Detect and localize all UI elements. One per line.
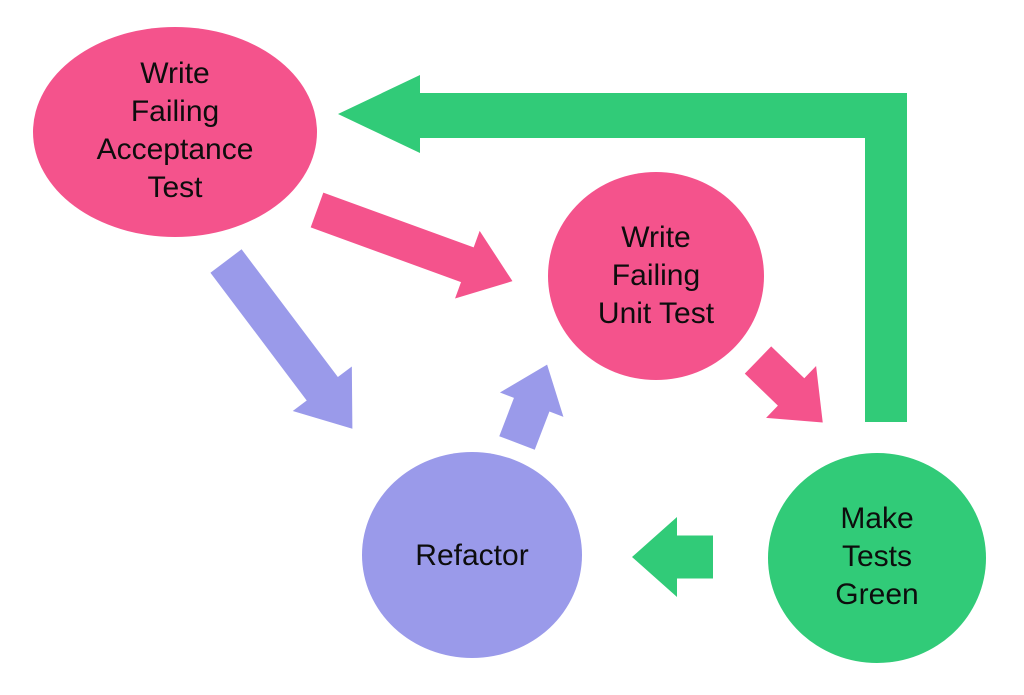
arrow-unit-to-green — [744, 346, 823, 423]
node-write-failing-unit-test — [548, 172, 764, 380]
arrow-green-to-refactor — [632, 517, 713, 597]
node-write-failing-acceptance-test — [33, 27, 317, 237]
arrow-acceptance-to-refactor — [210, 249, 353, 429]
arrow-refactor-to-unit — [499, 364, 564, 450]
arrow-green-to-acceptance — [338, 75, 907, 422]
node-refactor — [362, 452, 582, 658]
node-make-tests-green — [768, 453, 986, 663]
arrow-acceptance-to-unit — [310, 192, 513, 299]
